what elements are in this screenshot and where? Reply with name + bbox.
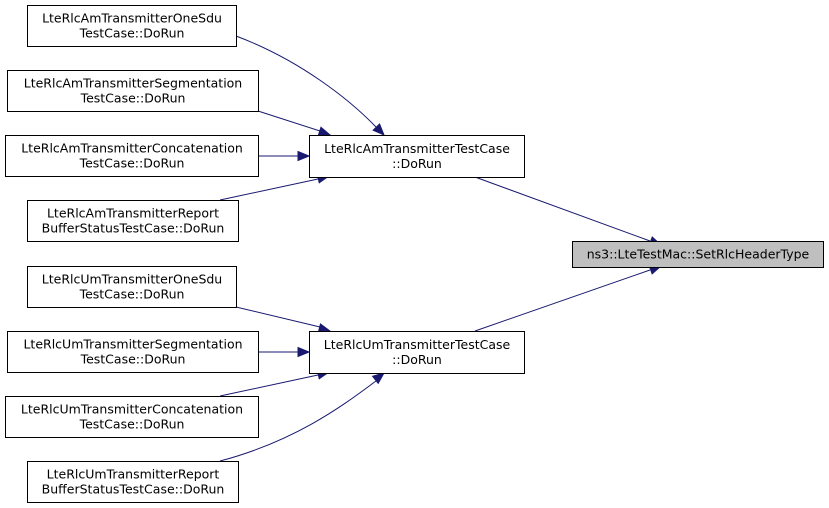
- node-label: TestCase::DoRun: [80, 352, 186, 367]
- node-label: ns3::LteTestMac::SetRlcHeaderType: [587, 247, 810, 262]
- edge-n2-to-n1: [235, 35, 385, 136]
- node-label: TestCase::DoRun: [79, 287, 185, 302]
- edge-n7-to-n6: [235, 306, 332, 334]
- edge-line: [219, 380, 377, 462]
- node-box: [309, 135, 525, 178]
- node-caller-function[interactable]: LteRlcUmTransmitterConcatenationTestCase…: [5, 396, 259, 438]
- edge-line: [235, 306, 321, 328]
- edge-n8-to-n6: [258, 346, 311, 358]
- edge-line: [257, 110, 321, 132]
- node-label: LteRlcUmTransmitterConcatenation: [21, 402, 243, 417]
- node-caller-function[interactable]: LteRlcAmTransmitterTestCase::DoRun: [309, 135, 525, 178]
- node-label: ::DoRun: [392, 156, 442, 171]
- node-label: ::DoRun: [392, 352, 442, 367]
- node-label: LteRlcAmTransmitterSegmentation: [24, 76, 242, 91]
- node-label: LteRlcUmTransmitterTestCase: [324, 337, 511, 352]
- node-caller-function[interactable]: LteRlcUmTransmitterTestCase::DoRun: [309, 331, 525, 374]
- node-caller-function[interactable]: LteRlcAmTransmitterConcatenationTestCase…: [5, 135, 259, 177]
- node-label: TestCase::DoRun: [79, 26, 185, 41]
- edge-line: [474, 269, 651, 332]
- node-label: BufferStatusTestCase::DoRun: [42, 482, 225, 497]
- node-label: LteRlcAmTransmitterOneSdu: [42, 11, 222, 26]
- node-highlighted-function[interactable]: ns3::LteTestMac::SetRlcHeaderType: [572, 241, 824, 268]
- node-box: [27, 461, 239, 503]
- edge-n4-to-n1: [258, 150, 311, 162]
- node-label: LteRlcUmTransmitterReport: [47, 467, 220, 482]
- arrowhead-icon: [371, 372, 386, 385]
- node-label: BufferStatusTestCase::DoRun: [42, 221, 225, 236]
- node-label: LteRlcAmTransmitterConcatenation: [21, 141, 243, 156]
- node-box: [5, 135, 259, 177]
- arrowhead-icon: [297, 346, 311, 358]
- edge-n1-to-n0: [474, 176, 663, 246]
- node-label: LteRlcUmTransmitterOneSdu: [42, 272, 222, 287]
- node-box: [27, 200, 239, 242]
- node-caller-function[interactable]: LteRlcUmTransmitterSegmentationTestCase:…: [7, 331, 259, 373]
- arrowhead-icon: [372, 123, 385, 136]
- node-caller-function[interactable]: LteRlcAmTransmitterReportBufferStatusTes…: [27, 200, 239, 242]
- nodes-layer: ns3::LteTestMac::SetRlcHeaderType LteRlcA…: [5, 5, 824, 503]
- node-label: LteRlcAmTransmitterTestCase: [324, 141, 510, 156]
- arrowhead-icon: [317, 126, 332, 137]
- node-label: TestCase::DoRun: [79, 156, 185, 171]
- node-box: [7, 70, 259, 112]
- arrowhead-icon: [297, 150, 311, 162]
- node-label: LteRlcUmTransmitterSegmentation: [23, 337, 242, 352]
- edge-n10-to-n6: [219, 372, 386, 462]
- node-box: [7, 331, 259, 373]
- edge-line: [219, 178, 319, 201]
- node-caller-function[interactable]: LteRlcAmTransmitterSegmentationTestCase:…: [7, 70, 259, 112]
- node-box: [27, 266, 237, 308]
- edge-n6-to-n0: [474, 264, 663, 332]
- node-label: LteRlcAmTransmitterReport: [47, 206, 219, 221]
- node-label: TestCase::DoRun: [80, 91, 186, 106]
- node-label: TestCase::DoRun: [79, 417, 185, 432]
- edge-n3-to-n1: [257, 110, 332, 137]
- edge-line: [219, 374, 319, 397]
- edge-line: [474, 176, 651, 242]
- node-box: [5, 396, 259, 438]
- node-box: [309, 331, 525, 374]
- edge-line: [235, 35, 377, 128]
- node-box: [572, 241, 824, 268]
- node-box: [27, 5, 237, 47]
- node-caller-function[interactable]: LteRlcUmTransmitterReportBufferStatusTes…: [27, 461, 239, 503]
